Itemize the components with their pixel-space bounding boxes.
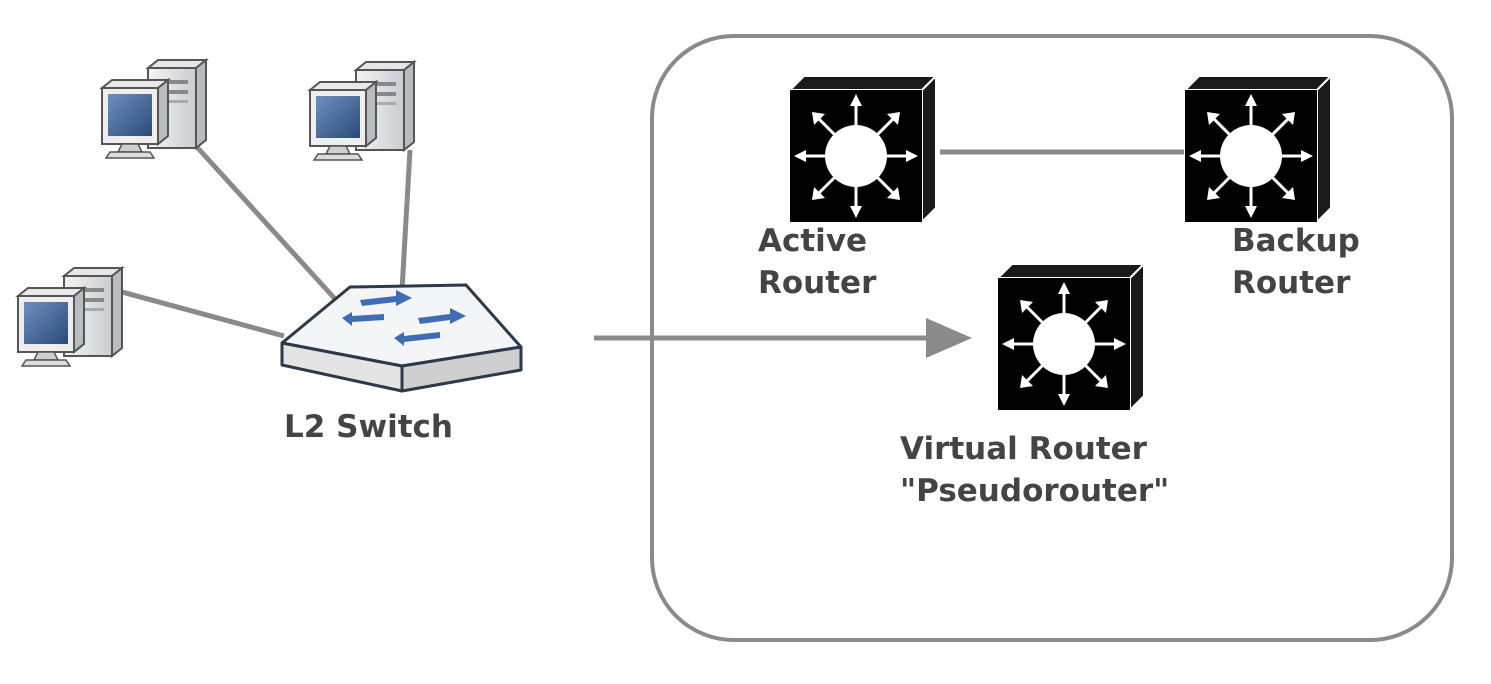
virtual-router-label: Virtual Router "Pseudorouter" xyxy=(900,428,1169,512)
backup-router-label: Backup Router xyxy=(1232,220,1360,304)
switch-label: L2 Switch xyxy=(284,406,453,448)
link-pc-left-to-switch xyxy=(121,289,285,339)
arrowhead-icon xyxy=(926,318,972,358)
computer-icon xyxy=(309,61,415,161)
computer-icon xyxy=(101,59,207,159)
virtual-router-label-line2: "Pseudorouter" xyxy=(900,473,1170,509)
computer-icon xyxy=(17,267,123,367)
active-router-label: Active Router xyxy=(758,220,876,304)
active-router-label-line2: Router xyxy=(758,265,877,301)
router-icon xyxy=(996,262,1146,412)
switch-label-text: L2 Switch xyxy=(284,409,453,445)
router-icon xyxy=(788,74,938,224)
switch-icon xyxy=(280,283,523,393)
backup-router-label-line2: Router xyxy=(1232,265,1351,301)
backup-router-label-line1: Backup xyxy=(1232,223,1360,259)
link-pc-top-left-to-switch xyxy=(194,144,338,302)
virtual-router-label-line1: Virtual Router xyxy=(900,431,1147,467)
active-router-label-line1: Active xyxy=(758,223,868,259)
link-pc-top-right-to-switch xyxy=(399,149,413,291)
router-icon xyxy=(1183,74,1333,224)
